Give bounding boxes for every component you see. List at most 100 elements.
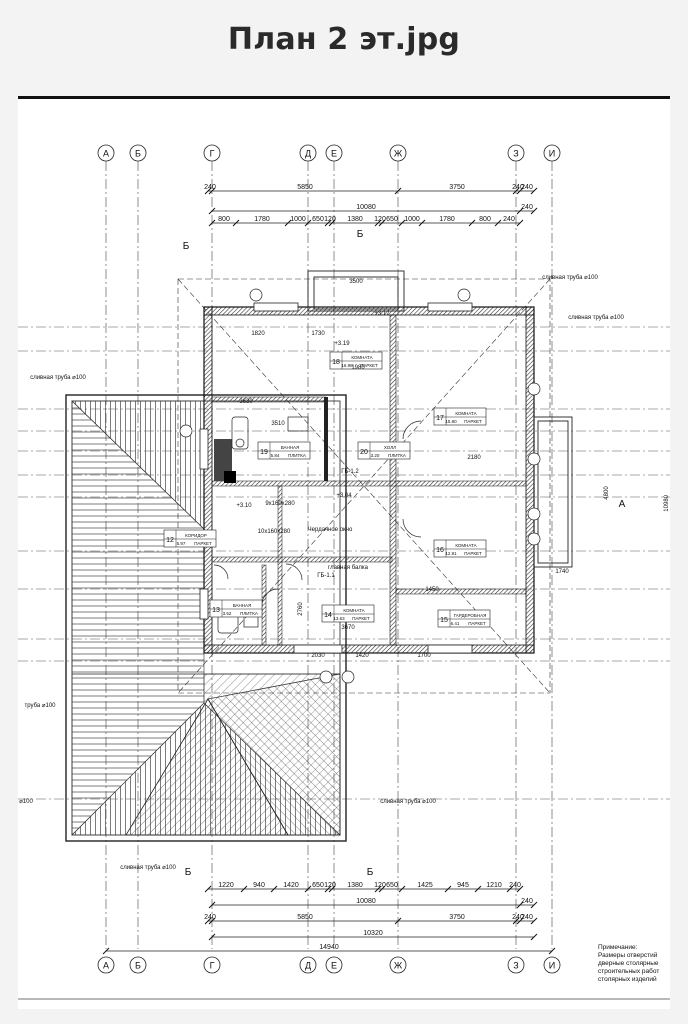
- dim-label: 2030: [311, 653, 325, 659]
- axis-bubble-top: [389, 144, 407, 162]
- dim-bot-1-value: 1210: [486, 882, 502, 889]
- dim-top-1-tick: [208, 187, 216, 195]
- level-label: +3.04: [336, 493, 352, 499]
- door-arcs: [213, 420, 422, 606]
- room-box: [257, 441, 311, 460]
- note-line: строительных работ: [598, 967, 659, 975]
- dim-top-1-tick: [204, 187, 212, 195]
- room-area: 12.91: [445, 551, 457, 556]
- dim-label: 3630: [239, 399, 253, 405]
- axis-label-top: Г: [210, 149, 215, 159]
- dim-top-3-value: 800: [218, 216, 230, 223]
- room-box: [433, 407, 487, 426]
- room-area: 16.98: [341, 363, 353, 368]
- beam-label: ГБ-1.1: [317, 573, 335, 579]
- viewer-header: План 2 эт.jpg: [0, 0, 688, 78]
- dim-bot-1-tick: [328, 885, 336, 893]
- dim-top-2-tick: [530, 207, 538, 215]
- room-name: КОМНАТА: [343, 608, 364, 613]
- room-number: 13: [212, 607, 220, 614]
- axis-bubble-top: [507, 144, 525, 162]
- dim-top-3-value: 1000: [404, 216, 420, 223]
- dim-top-3-tick: [418, 219, 426, 227]
- room-name: ВАННАЯ: [281, 445, 300, 450]
- dim-top-3-tick: [494, 219, 502, 227]
- room-number: 15: [440, 617, 448, 624]
- axis-label-top: Б: [135, 149, 141, 159]
- dim-top-3-value: 120: [374, 216, 386, 223]
- dim-bot-4-tick: [208, 933, 216, 941]
- room-area: 13.63: [333, 616, 345, 621]
- drain-pipe-label: труба ⌀100: [24, 703, 56, 709]
- axis-bubble-top: [543, 144, 561, 162]
- main-beam-label: главная балка: [328, 565, 369, 571]
- room-box: [163, 529, 217, 548]
- dim-bot-1-tick: [204, 885, 212, 893]
- dim-label: 1740: [555, 569, 569, 575]
- level-label: +3.17: [374, 311, 390, 317]
- dim-bot-4-value: 10320: [363, 930, 383, 937]
- dim-top-3-tick: [324, 219, 332, 227]
- dim-bot-3-tick: [208, 917, 216, 925]
- balcony-top: [307, 270, 405, 312]
- dim-top-1-tick: [394, 187, 402, 195]
- dim-bot-1-tick: [444, 885, 452, 893]
- dim-bot-3-value: 240: [512, 914, 524, 921]
- dim-bot-3-tick: [516, 917, 524, 925]
- room-area: 5.97: [177, 541, 186, 546]
- hatch-label: 9x160x280: [265, 501, 295, 507]
- dim-top-2-value: 240: [521, 204, 533, 211]
- axis-label-bottom: Г: [210, 961, 215, 971]
- room-floor: ПАРКЕТ: [468, 621, 486, 626]
- axis-bubble-bottom: [203, 956, 221, 974]
- room-area: 3.52: [223, 611, 232, 616]
- dim-top-3-tick: [398, 219, 406, 227]
- axis-label-top: И: [549, 149, 555, 159]
- dim-label: 1420: [355, 653, 369, 659]
- axis-label-bottom: А: [103, 961, 109, 971]
- dim-bot-3-value: 240: [204, 914, 216, 921]
- axis-bubble-bottom: [129, 956, 147, 974]
- room-floor: ПАРКЕТ: [352, 616, 370, 621]
- dim-top-3-tick: [208, 219, 216, 227]
- room-name: ХОЛЛ: [384, 445, 396, 450]
- dim-label: 4800: [604, 486, 610, 500]
- dim-bot-1-value: 945: [457, 882, 469, 889]
- axis-label-bottom: З: [513, 961, 518, 971]
- axis-label-bottom: Е: [331, 961, 337, 971]
- dim-top-1-value: 240: [512, 184, 524, 191]
- dim-label: 1980: [351, 365, 365, 371]
- dim-label: 1450: [425, 587, 439, 593]
- axis-bubble-top: [97, 144, 115, 162]
- axis-bubble-bottom: [543, 956, 561, 974]
- drain-pipe-label: сливная труба ⌀100: [542, 275, 598, 281]
- axis-label-bottom: Б: [135, 961, 141, 971]
- room-number: 19: [260, 449, 268, 456]
- dim-top-3-tick: [374, 219, 382, 227]
- room-number: 16: [436, 547, 444, 554]
- axis-label-top: Д: [305, 149, 311, 159]
- dim-top-3-tick: [516, 219, 524, 227]
- beam-label: ГБ-1.2: [341, 469, 359, 475]
- dim-top-3-value: 650: [386, 216, 398, 223]
- dim-bot-2-tick: [516, 901, 524, 909]
- axis-label-top: Е: [331, 149, 337, 159]
- room-number: 20: [360, 449, 368, 456]
- dim-bot-5-value: 14940: [319, 944, 339, 951]
- dim-top-3-value: 120: [324, 216, 336, 223]
- file-title: План 2 эт.jpg: [227, 21, 461, 57]
- dim-bot-1-tick: [270, 885, 278, 893]
- dim-label: 2760: [298, 602, 304, 616]
- dim-top-1-tick: [516, 187, 524, 195]
